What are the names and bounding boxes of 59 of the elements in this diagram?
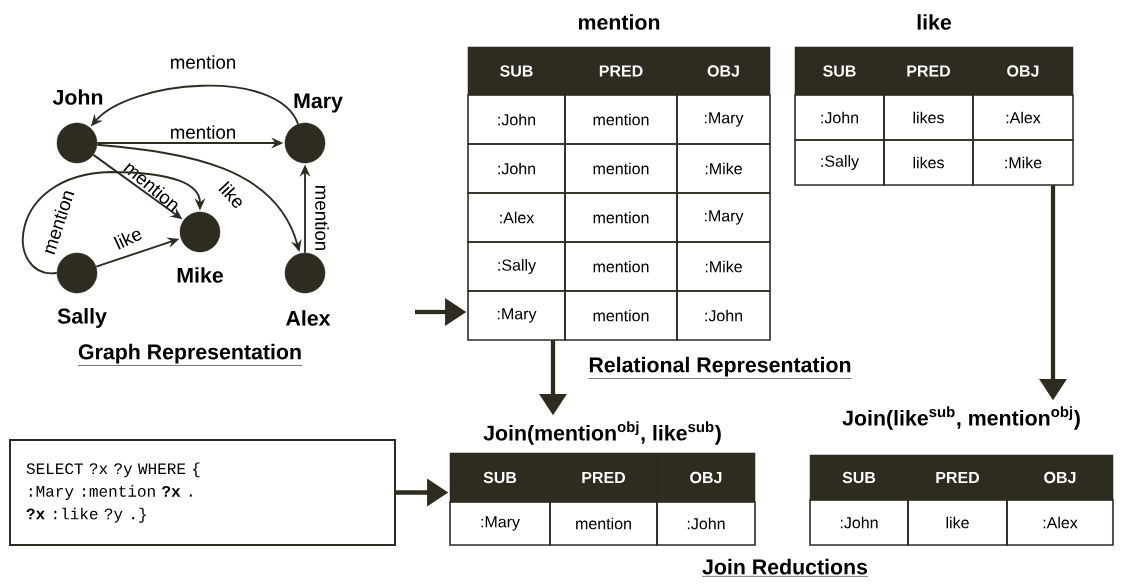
table-header-cell: PRED — [549, 452, 658, 503]
table-cell: :John — [467, 143, 566, 194]
table-title: Join(mention$^{obj}$, like$^{sub}$) — [483, 421, 721, 445]
table-header-cell: SUB — [809, 454, 909, 501]
table-header-cell: OBJ — [1006, 454, 1114, 501]
table-cell: :Mike — [676, 143, 771, 194]
table-cell: :John — [676, 290, 771, 341]
edge-label: mention — [45, 191, 75, 255]
table-cell: :Sally — [794, 139, 885, 186]
vertex-label: Sally — [57, 308, 107, 328]
table-cell: mention — [564, 94, 678, 145]
table-cell: :John — [794, 94, 885, 141]
edge-label: mention — [171, 55, 235, 69]
table-cell: :John — [809, 499, 909, 546]
edge-label: like — [113, 230, 142, 250]
table-cell: mention — [549, 501, 658, 546]
arrow — [21, 171, 206, 274]
table-cell: :Mary — [676, 94, 771, 145]
table-cell: :Mary — [449, 501, 551, 546]
table-header-cell: SUB — [467, 46, 566, 96]
table-cell: mention — [564, 290, 678, 341]
section-title: Join Reductions — [701, 558, 869, 577]
table-cell: mention — [564, 192, 678, 243]
table-header-cell: OBJ — [656, 452, 756, 503]
table-cell: :Mary — [676, 192, 771, 243]
table-title: mention — [578, 14, 660, 30]
table-header-cell: PRED — [883, 46, 974, 96]
table-header-cell: OBJ — [676, 46, 771, 96]
table-cell: :Alex — [467, 192, 566, 243]
section-title: Graph Representation — [77, 343, 303, 366]
vertex-label: Mike — [177, 267, 223, 283]
table-cell: :Alex — [1006, 499, 1114, 546]
table-cell: :John — [656, 501, 756, 546]
table-cell: :John — [467, 94, 566, 145]
table-cell: likes — [883, 94, 974, 141]
table-title: like — [917, 14, 952, 30]
vertex-label: John — [52, 89, 103, 105]
table-cell: :Mike — [676, 241, 771, 292]
section-title: Relational Representation — [588, 356, 852, 379]
table-cell: :Mary — [467, 290, 566, 341]
table-cell: mention — [564, 241, 678, 292]
table-cell: likes — [883, 139, 974, 186]
table-header-cell: OBJ — [972, 46, 1074, 96]
query-box: SELECT ?x ?y WHERE { :Mary :mention ?x . ?x :like ?y .} — [9, 439, 396, 546]
table-cell: :Sally — [467, 241, 566, 292]
edge-label: like — [218, 181, 242, 208]
table-title: Join(like$^{sub}$, mention$^{obj}$) — [842, 406, 1080, 430]
table-cell: like — [907, 499, 1008, 546]
table-header-cell: PRED — [564, 46, 678, 96]
table-cell: :Mike — [972, 139, 1074, 186]
vertex-label: Alex — [286, 310, 331, 326]
edge-label: mention — [315, 186, 329, 250]
table-cell: mention — [564, 143, 678, 194]
edge-label: mention — [171, 125, 235, 139]
table-cell: :Alex — [972, 94, 1074, 141]
vertex-label: Mary — [294, 93, 343, 113]
table-header-cell: SUB — [794, 46, 885, 96]
table-header-cell: SUB — [449, 452, 551, 503]
table-header-cell: PRED — [907, 454, 1008, 501]
